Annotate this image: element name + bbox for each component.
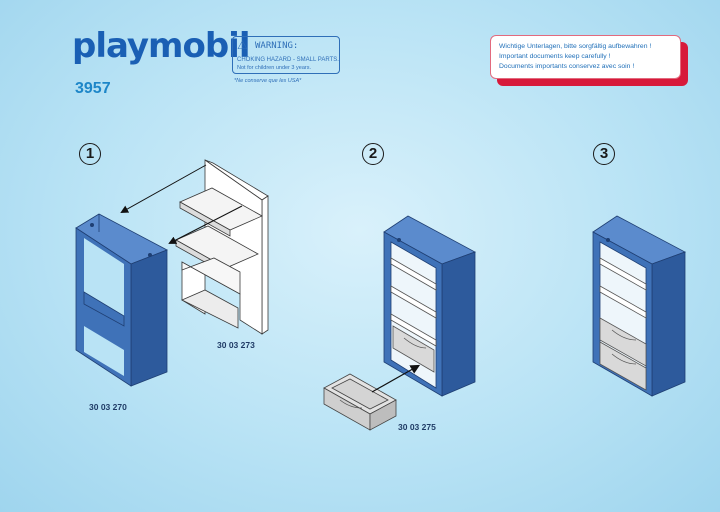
part-number-drawer: 30 03 275 (398, 422, 436, 432)
white-shelf-insert (175, 159, 269, 335)
part-number-frame: 30 03 270 (89, 402, 127, 412)
insert-arrow-1 (120, 164, 207, 213)
warning-line-1: CHOKING HAZARD - SMALL PARTS. (237, 57, 339, 63)
notice-line-en: Important documents keep carefully ! (499, 53, 611, 60)
notice-line-de: Wichtige Unterlagen, bitte sorgfältig au… (499, 43, 652, 50)
shelf-unit-complete (592, 215, 686, 397)
important-documents-notice: Wichtige Unterlagen, bitte sorgfältig au… (490, 35, 681, 79)
part-number-shelf-insert: 30 03 273 (217, 340, 255, 350)
blue-frame-empty (75, 213, 168, 387)
warning-line-2: Not for children under 3 years. (237, 65, 311, 71)
step-3-badge: 3 (593, 143, 615, 165)
step-2-badge: 2 (362, 143, 384, 165)
step-1-badge: 1 (79, 143, 101, 165)
warning-triangle-icon: ⚠ (237, 38, 248, 52)
warning-title: WARNING: (255, 41, 299, 51)
insert-arrow-2 (168, 205, 243, 244)
model-number: 3957 (75, 80, 111, 97)
warning-box: ⚠ WARNING: CHOKING HAZARD - SMALL PARTS.… (232, 36, 340, 74)
notice-line-fr: Documents importants conservez avec soin… (499, 63, 635, 70)
consumer-note: *Ne conserve que les USA* (234, 78, 302, 84)
playmobil-logo: playmobil (72, 26, 250, 66)
drawer-arrow (371, 364, 421, 393)
grey-drawer (323, 373, 397, 431)
shelf-unit-step-2 (383, 215, 476, 397)
